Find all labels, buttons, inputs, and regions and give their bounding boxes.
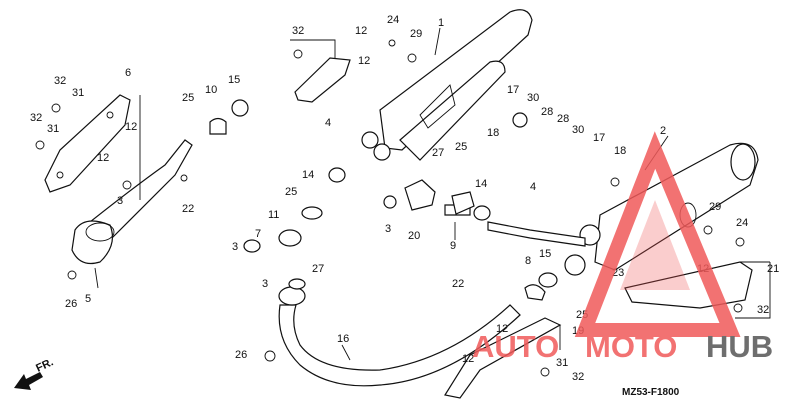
- callout: 16: [337, 333, 349, 345]
- callout: 22: [182, 203, 194, 215]
- callout: 12: [358, 55, 370, 67]
- watermark-auto: AUTO: [472, 329, 559, 364]
- callout: 14: [475, 178, 487, 190]
- callout: 2: [660, 125, 666, 137]
- callout: 21: [767, 263, 779, 275]
- callout: 25: [285, 186, 297, 198]
- callout: 12: [125, 121, 137, 133]
- callout: 20: [408, 230, 420, 242]
- callout: 30: [527, 92, 539, 104]
- callout: 18: [614, 145, 626, 157]
- left-exhaust-pipe: [71, 139, 193, 265]
- callout: 12: [496, 323, 508, 335]
- callout: 12: [97, 152, 109, 164]
- callout: 22: [452, 278, 464, 290]
- watermark-moto: MOTO: [585, 329, 677, 364]
- callout: 25: [182, 92, 194, 104]
- callout: 32: [292, 25, 304, 37]
- fr-label: FR.: [34, 356, 55, 374]
- callout: 26: [65, 298, 77, 310]
- callout: 3: [117, 195, 123, 207]
- callout: 32: [757, 304, 769, 316]
- callout: 17: [507, 84, 519, 96]
- watermark-hub: HUB: [706, 329, 773, 364]
- callout: 3: [262, 278, 268, 290]
- callout: 4: [530, 181, 536, 193]
- callout: 32: [572, 371, 584, 383]
- callout: 10: [205, 84, 217, 96]
- callout: 31: [47, 123, 59, 135]
- callout: 30: [572, 124, 584, 136]
- callout: 12: [355, 25, 367, 37]
- callout: 18: [487, 127, 499, 139]
- callout: 6: [125, 67, 131, 79]
- callout: 24: [736, 217, 748, 229]
- center-exhaust-pipe: [278, 286, 521, 387]
- small-hardware: [35, 39, 745, 377]
- callout: 25: [455, 141, 467, 153]
- callout: 17: [593, 132, 605, 144]
- diagram-code: MZ53-F1800: [622, 387, 680, 398]
- callout: 9: [450, 240, 456, 252]
- top-heat-shield: [294, 57, 351, 103]
- cross-pipe: [444, 204, 586, 247]
- callout: 14: [302, 169, 314, 181]
- callout: 24: [387, 14, 399, 26]
- callout: 15: [539, 248, 551, 260]
- callout: 4: [325, 117, 331, 129]
- callout: 11: [268, 209, 279, 221]
- callout: 28: [557, 113, 569, 125]
- callout: 32: [30, 112, 42, 124]
- left-heat-shield: [44, 94, 131, 193]
- watermark-logo: AUTO MOTO HUB: [472, 131, 773, 364]
- callout: 27: [312, 263, 324, 275]
- fr-arrow-icon: FR.: [14, 356, 55, 390]
- callout: 3: [385, 223, 391, 235]
- callout: 29: [709, 201, 721, 213]
- callout: 3: [232, 241, 238, 253]
- right-upper-muffler: [361, 9, 533, 161]
- callout: 12: [462, 353, 474, 365]
- callout: 27: [432, 147, 444, 159]
- callout: 26: [235, 349, 247, 361]
- callout: 7: [255, 228, 261, 240]
- callout: 5: [85, 293, 91, 305]
- callout: 32: [54, 75, 66, 87]
- callout: 15: [228, 74, 240, 86]
- callout: 29: [410, 28, 422, 40]
- callout: 8: [525, 255, 531, 267]
- callout: 31: [72, 87, 84, 99]
- callout: 28: [541, 106, 553, 118]
- callout: 31: [556, 357, 568, 369]
- callout: 1: [438, 17, 444, 29]
